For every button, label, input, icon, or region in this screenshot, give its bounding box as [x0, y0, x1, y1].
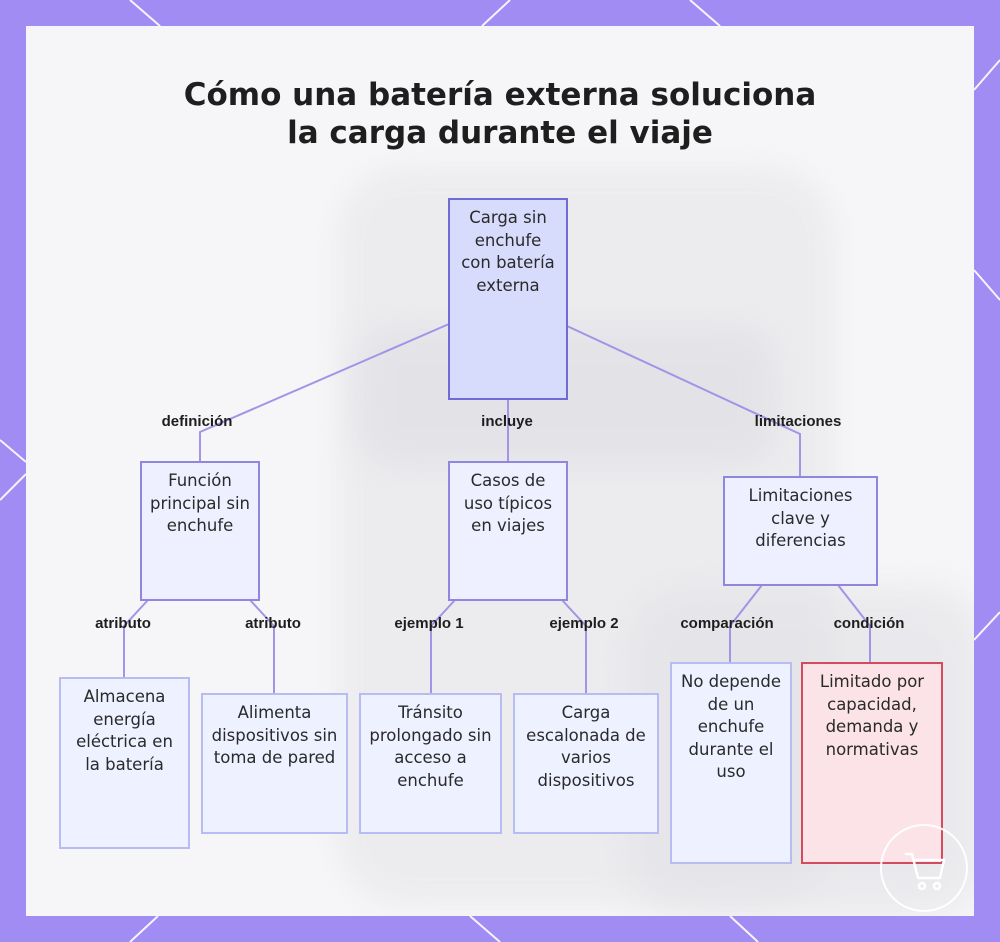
- edge-comparacion: [729, 584, 763, 663]
- diagram-title: Cómo una batería externa soluciona la ca…: [0, 76, 1000, 152]
- edge-label-atributo: atributo: [245, 615, 301, 632]
- edge-label-definicion: definición: [161, 413, 233, 430]
- edge-ejemplo-1: [430, 599, 456, 694]
- edge-limitaciones: [566, 325, 801, 477]
- edge-label-limitaciones: limitaciones: [754, 413, 842, 430]
- node-funcion-principal: Función principal sin enchufe: [140, 461, 260, 601]
- title-line-2: la carga durante el viaje: [287, 115, 713, 151]
- edge-label-incluye: incluye: [481, 413, 533, 430]
- edge-label-condicion: condición: [833, 615, 905, 632]
- edge-label-atributo: atributo: [95, 615, 151, 632]
- node-almacena-energia: Almacena energía eléctrica en la batería: [59, 677, 190, 849]
- node-casos-de-uso: Casos de uso típicos en viajes: [448, 461, 568, 601]
- edge-definicion: [199, 323, 450, 462]
- edge-ejemplo-2: [561, 599, 587, 694]
- node-transito-prolongado: Tránsito prolongado sin acceso a enchufe: [359, 693, 502, 834]
- cart-icon: [904, 852, 946, 891]
- node-alimenta-dispositivos: Alimenta dispositivos sin toma de pared: [201, 693, 348, 834]
- edge-label-ejemplo-2: ejemplo 2: [549, 615, 619, 632]
- edge-atributo-2: [249, 599, 275, 694]
- edge-condicion: [837, 584, 871, 663]
- node-carga-escalonada: Carga escalonada de varios dispositivos: [513, 693, 659, 834]
- title-line-1: Cómo una batería externa soluciona: [183, 77, 817, 113]
- node-no-depende: No depende de un enchufe durante el uso: [670, 662, 792, 864]
- edge-atributo-1: [123, 599, 149, 678]
- watermark-logo: [880, 824, 968, 912]
- edge-label-ejemplo-1: ejemplo 1: [394, 615, 464, 632]
- node-limitaciones: Limitaciones clave y diferencias: [723, 476, 878, 586]
- node-root: Carga sin enchufe con batería externa: [448, 198, 568, 400]
- edge-label-comparacion: comparación: [680, 615, 774, 632]
